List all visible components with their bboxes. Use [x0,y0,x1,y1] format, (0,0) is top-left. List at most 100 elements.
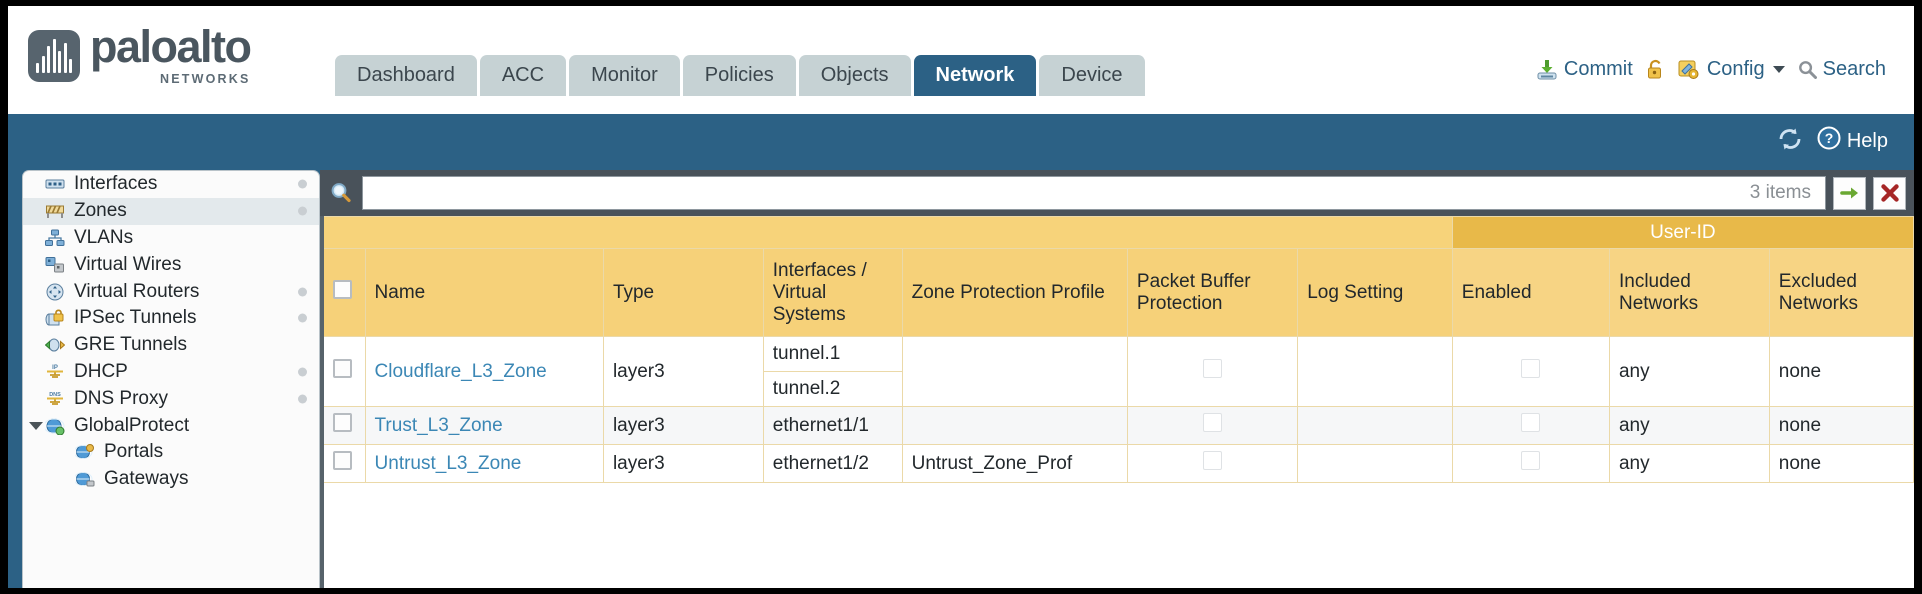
packet-buffer-protection-checkbox[interactable] [1203,451,1223,470]
table-row[interactable]: Untrust_L3_Zone layer3 ethernet1/2 Untru… [320,444,1914,483]
column-header-name[interactable]: Name [364,248,604,337]
expand-triangle-icon[interactable] [29,421,43,430]
tab-device[interactable]: Device [1039,55,1145,96]
app-header: paloalto NETWORKS Dashboard ACC Monitor … [8,6,1914,114]
svg-text:?: ? [1825,130,1834,146]
zone-name-link[interactable]: Untrust_L3_Zone [374,452,522,474]
help-button[interactable]: ? Help [1817,126,1888,156]
column-header-packet-buffer-protection[interactable]: Packet Buffer Protection [1126,248,1299,337]
cell-packet-buffer-protection[interactable] [1126,336,1299,407]
tab-objects[interactable]: Objects [798,55,911,96]
sub-toolbar: ? Help [8,114,1914,170]
cell-name[interactable]: Trust_L3_Zone [364,406,604,445]
cell-zone-protection-profile [901,406,1128,445]
column-header-log-setting[interactable]: Log Setting [1297,248,1453,337]
user-id-enabled-checkbox[interactable] [1521,413,1541,432]
zone-name-link[interactable]: Cloudflare_L3_Zone [374,360,547,382]
help-label: Help [1846,129,1888,152]
items-count-label: 3 items [1735,176,1826,210]
cell-interface: ethernet1/1 [762,406,903,445]
refresh-icon[interactable] [1777,127,1803,156]
commit-icon [1536,59,1558,81]
sidebar-item-dhcp[interactable]: IP DHCP [23,359,319,386]
cell-log-setting [1297,444,1453,483]
cell-user-id-enabled[interactable] [1451,406,1610,445]
apply-filter-button[interactable] [1833,176,1866,210]
row-checkbox[interactable] [333,359,353,378]
virtual-wires-icon [45,256,65,274]
group-header-spacer [320,216,1453,249]
brand-name: paloalto [90,21,252,72]
sidebar-item-interfaces[interactable]: Interfaces [23,171,319,198]
gre-tunnels-icon [44,336,66,354]
cell-packet-buffer-protection[interactable] [1126,444,1299,483]
main-nav-tabs: Dashboard ACC Monitor Policies Objects N… [335,55,1145,96]
column-header-zone-protection-profile[interactable]: Zone Protection Profile [901,248,1128,337]
cell-interface: ethernet1/2 [762,444,903,483]
column-header-type[interactable]: Type [602,248,764,337]
network-sidebar: Interfaces Zones [22,170,320,588]
tab-acc[interactable]: ACC [479,55,567,96]
table-row[interactable]: Trust_L3_Zone layer3 ethernet1/1 any [320,406,1914,445]
row-checkbox[interactable] [333,413,353,432]
cell-name[interactable]: Untrust_L3_Zone [364,444,604,483]
user-id-enabled-checkbox[interactable] [1521,451,1541,470]
sidebar-item-virtual-routers[interactable]: Virtual Routers [23,278,319,305]
tab-dashboard[interactable]: Dashboard [335,55,477,96]
tab-monitor[interactable]: Monitor [569,55,680,96]
config-menu[interactable]: Config [1678,58,1785,81]
column-header-excluded-networks[interactable]: Excluded Networks [1768,248,1914,337]
column-header-interfaces[interactable]: Interfaces / Virtual Systems [762,248,903,337]
sidebar-item-ipsec-tunnels[interactable]: IPSec Tunnels [23,305,319,332]
cell-included-networks: any [1608,444,1770,483]
cell-name[interactable]: Cloudflare_L3_Zone [364,336,604,407]
sidebar-item-globalprotect[interactable]: GlobalProtect [23,412,319,439]
cell-excluded-networks: none [1768,444,1914,483]
column-header-enabled[interactable]: Enabled [1451,248,1610,337]
column-header-included-networks[interactable]: Included Networks [1608,248,1770,337]
sidebar-item-dns-proxy[interactable]: DNS DNS Proxy [23,385,319,412]
cell-user-id-enabled[interactable] [1451,444,1610,483]
panel-rail [320,216,324,588]
cell-user-id-enabled[interactable] [1451,336,1610,407]
commit-button[interactable]: Commit [1536,58,1633,81]
vlans-icon [45,229,65,247]
select-all-checkbox[interactable] [333,280,353,299]
cell-included-networks: any [1608,336,1770,407]
cell-zone-protection-profile [901,336,1128,407]
select-all-header[interactable] [320,248,366,337]
sidebar-item-portals[interactable]: Portals [23,439,319,466]
sidebar-item-label: GRE Tunnels [74,334,187,356]
filter-search-icon[interactable] [320,170,362,216]
brand-tagline: NETWORKS [160,71,251,86]
cell-type: layer3 [602,444,764,483]
table-row[interactable]: Cloudflare_L3_Zone layer3 tunnel.1 any [320,336,1914,407]
interfaces-icon [45,175,65,193]
sidebar-item-gateways[interactable]: Gateways [23,466,319,493]
user-id-enabled-checkbox[interactable] [1521,359,1541,378]
zone-name-link[interactable]: Trust_L3_Zone [374,414,503,436]
row-select-cell[interactable] [320,406,366,445]
sidebar-item-gre-tunnels[interactable]: GRE Tunnels [23,332,319,359]
sidebar-item-label: Portals [104,441,164,463]
search-input[interactable] [362,176,1736,210]
cell-excluded-networks: none [1768,406,1914,445]
lock-button[interactable] [1646,59,1665,80]
packet-buffer-protection-checkbox[interactable] [1203,359,1223,378]
tab-policies[interactable]: Policies [682,55,796,96]
gateways-icon [73,470,95,488]
zones-panel: 3 items [320,170,1914,588]
tab-network[interactable]: Network [913,55,1037,96]
table-header-row: Name Type Interfaces / Virtual Systems Z… [320,248,1914,337]
cell-packet-buffer-protection[interactable] [1126,406,1299,445]
dns-proxy-icon: DNS [45,390,65,408]
packet-buffer-protection-checkbox[interactable] [1203,413,1223,432]
row-checkbox[interactable] [333,451,353,470]
sidebar-item-virtual-wires[interactable]: Virtual Wires [23,251,319,278]
sidebar-item-zones[interactable]: Zones [23,197,319,225]
row-select-cell[interactable] [320,336,366,407]
search-button[interactable]: Search [1798,58,1886,81]
sidebar-item-vlans[interactable]: VLANs [23,225,319,252]
row-select-cell[interactable] [320,444,366,483]
clear-filter-button[interactable] [1873,176,1906,210]
